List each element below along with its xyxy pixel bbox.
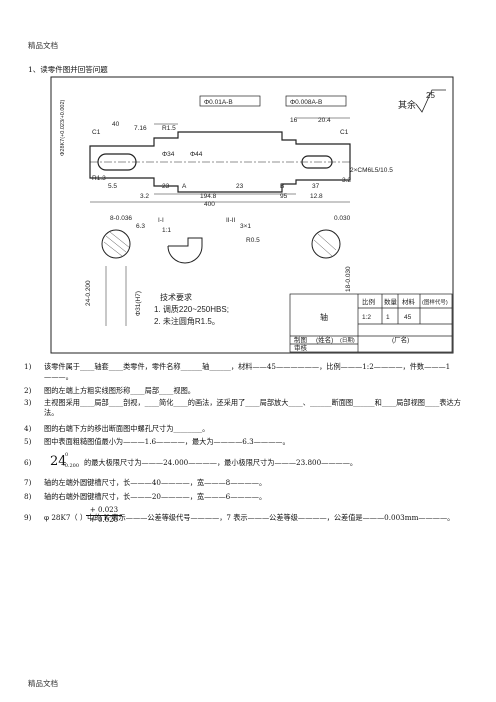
- dim-d34: Φ34: [162, 151, 175, 158]
- dim-37: 37: [312, 183, 320, 190]
- dim-d31: Φ31(H7): [135, 291, 142, 316]
- tol-upper-0: 0: [65, 452, 69, 458]
- tol-lower-0200: -0.200: [63, 463, 80, 469]
- tb-date: (日期): [340, 337, 355, 344]
- dim-55: 5.5: [108, 183, 117, 190]
- section-i: I-I: [158, 217, 164, 224]
- question-3: 3) 主视图采用____局部____剖视，____简化____的画法，还采用了_…: [24, 398, 461, 417]
- tol-63: 6.3: [136, 223, 145, 230]
- tol-0030: 0.030: [334, 215, 351, 222]
- tb-name: 轴: [320, 312, 328, 322]
- dim-20-4: 20.4: [318, 117, 331, 124]
- tech-title: 技术要求: [160, 292, 192, 302]
- dim-40: 40: [112, 121, 120, 128]
- tb-draw: 制图: [294, 335, 307, 344]
- tb-scale-h: 比例: [362, 297, 375, 306]
- dim-24: 24-0.200: [85, 280, 92, 306]
- label-b: B: [280, 183, 284, 190]
- tech-2: 2. 未注圆角R1.5。: [154, 316, 220, 326]
- dim-128: 12.8: [310, 193, 323, 200]
- question-9: 9) φ 28K7（ ）中的 K 表示———公差等级代号————，7 表示———…: [24, 513, 455, 522]
- tol-base-24: 24: [50, 454, 67, 469]
- part-drawing: 其余 25 Φ0.01A-B Φ0.008A-B 40 7.16 R1.5 C1…: [50, 76, 454, 354]
- dim-r05: R0.5: [246, 237, 260, 244]
- dim-23a: 23: [162, 183, 170, 190]
- tb-mat: 45: [404, 314, 412, 321]
- gdt-frame-1: Φ0.01A-B: [204, 99, 233, 106]
- dim-3x1: 3×1: [240, 223, 251, 230]
- label-a: A: [182, 183, 187, 190]
- dim-95: 95: [280, 193, 288, 200]
- dim-16: 16: [290, 117, 298, 124]
- dim-d44: Φ44: [190, 151, 203, 158]
- question-1: 1) 该零件属于____轴套____类零件，零件名称______轴______，…: [24, 362, 451, 381]
- tb-scale: 1:2: [362, 314, 371, 321]
- dim-23b: 23: [236, 183, 244, 190]
- question-2: 2) 图的左端上方粗实线图形称____局部____视图。: [24, 386, 195, 395]
- roughness-rest: 其余: [398, 99, 416, 110]
- scale-1-1: 1:1: [162, 227, 171, 234]
- dim-32a: 3.2: [140, 193, 149, 200]
- dim-d28k7: Φ28K7(+0.023/+0.002): [60, 99, 66, 156]
- tol-lo-0020: + 0.020: [89, 516, 119, 524]
- dim-18: 18-0.030: [345, 266, 352, 292]
- question-6: 6) 的最大极限尺寸为———24.000————，最小极限尺寸为———23.80…: [24, 458, 358, 467]
- dim-r13: R1.3: [92, 175, 106, 182]
- dim-c1: C1: [92, 129, 101, 136]
- tb-code-h: (图样代号): [422, 298, 448, 306]
- dim-194: 194.8: [200, 193, 217, 200]
- dim-c1-right: C1: [340, 129, 349, 136]
- tb-company: (厂名): [392, 335, 409, 344]
- tb-qty: 1: [386, 314, 390, 321]
- question-7: 7) 轴的左端外圆键槽尺寸，长———40————，宽———8————。: [24, 478, 267, 487]
- tol-8: 8-0.036: [110, 215, 132, 222]
- tb-qty-h: 数量: [384, 297, 398, 306]
- tb-review: 审核: [294, 343, 308, 352]
- gdt-frame-2: Φ0.008A-B: [290, 99, 322, 106]
- tb-mat-h: 材料: [402, 297, 416, 306]
- dim-32b: 3.2: [342, 177, 351, 184]
- question-title: 1、读零件图并回答问题: [28, 65, 108, 74]
- header-bottom: 精品文档: [28, 679, 58, 688]
- roughness-value: 25: [426, 91, 435, 100]
- dim-r15: R1.5: [162, 125, 176, 132]
- tol-up-0023: + 0.023: [86, 506, 122, 516]
- dim-thread: 2×CM6L5/10.5: [350, 167, 393, 174]
- question-8: 8) 轴的右端外圆键槽尺寸，长———20————，宽———6————。: [24, 492, 267, 501]
- tb-name-field: (姓名): [316, 335, 333, 344]
- header-top: 精品文档: [28, 41, 58, 50]
- question-4: 4) 图的右端下方的移出断面图中螺孔尺寸为________。: [24, 424, 210, 433]
- tech-1: 1. 调质220~250HBS;: [154, 304, 229, 314]
- question-5: 5) 图中表面粗糙图值最小为———1.6————，最大为————6.3————。: [24, 437, 290, 446]
- dim-716: 7.16: [134, 125, 147, 132]
- section-ii: II-II: [226, 217, 236, 224]
- dim-400: 400: [204, 201, 215, 208]
